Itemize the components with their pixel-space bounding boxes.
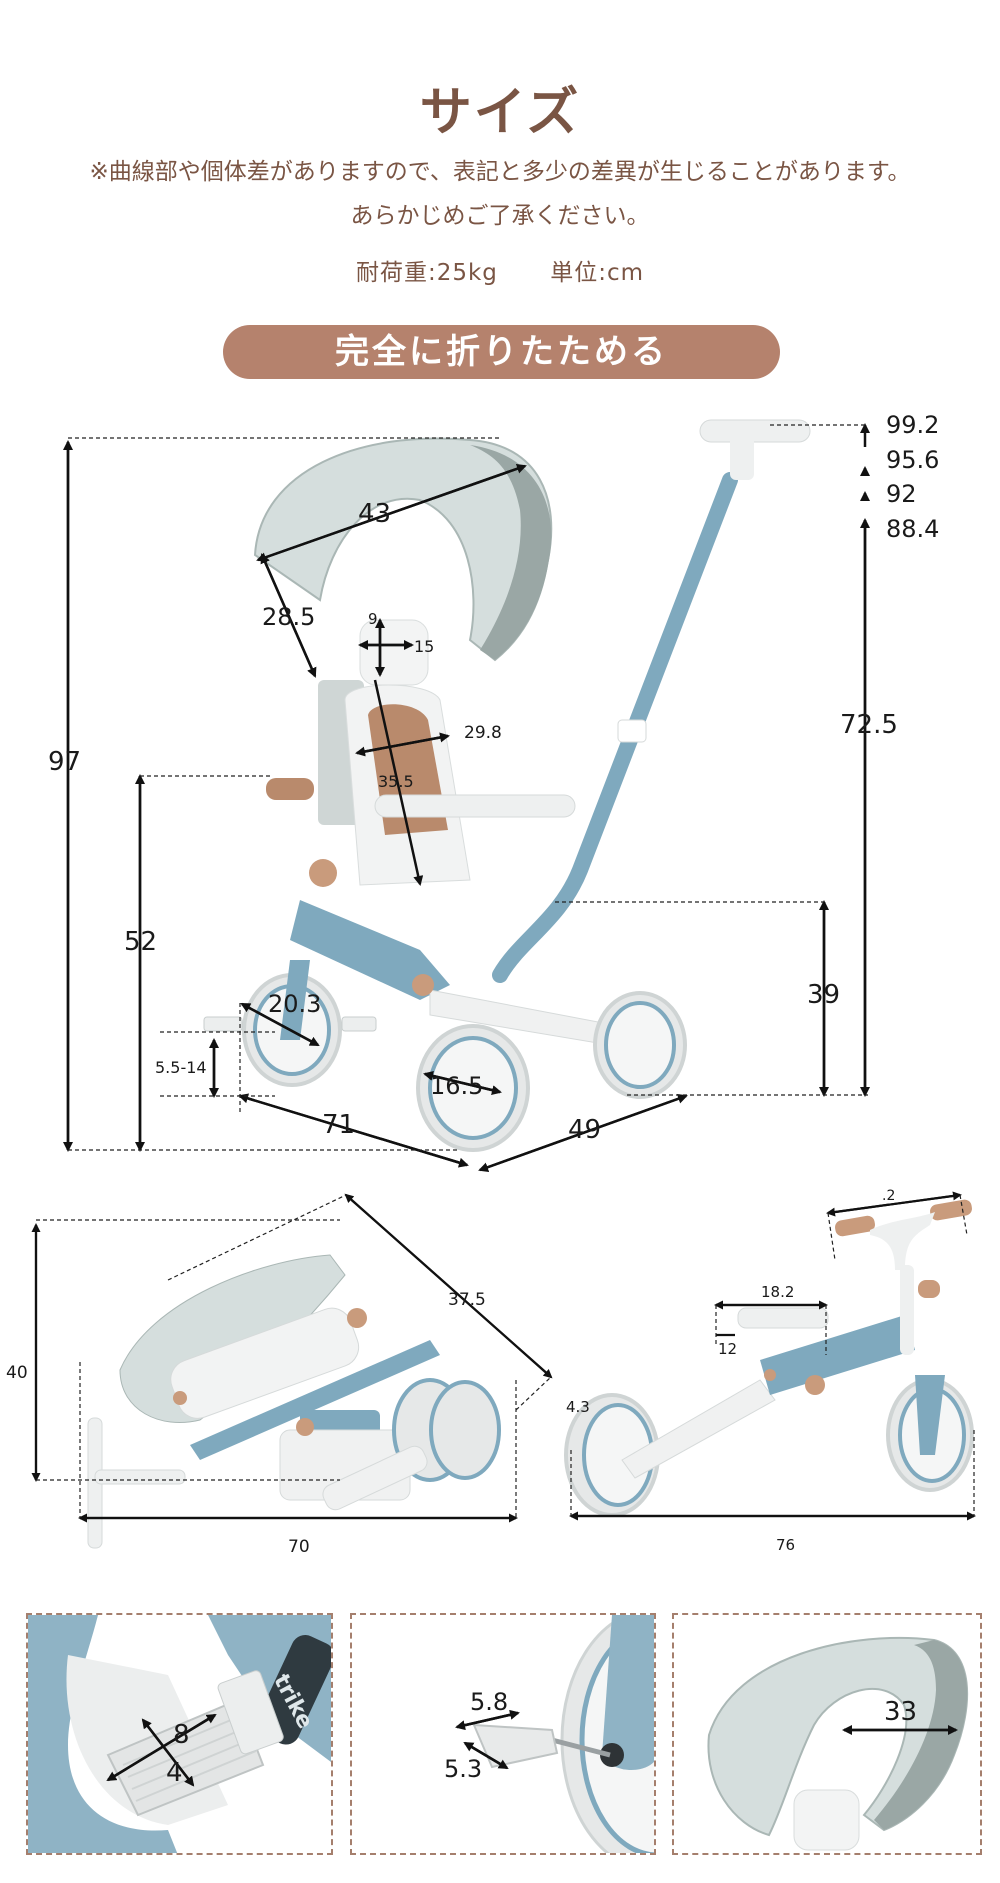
label-balance-seat-length: 18.2 (761, 1283, 794, 1301)
label-canopy-width: 43 (358, 499, 391, 529)
label-headrest-height: 9 (368, 610, 378, 628)
label-push-handle-1: 99.2 (886, 411, 939, 439)
frame-tube (290, 900, 450, 1000)
detail-panel-canopy: 33 (672, 1613, 982, 1855)
label-footrest-length: 8 (173, 1720, 190, 1750)
load-capacity: 耐荷重:25kg (355, 260, 498, 286)
label-canopy-inner-width: 33 (884, 1697, 917, 1727)
footrest-illustration: trike 8 4 (28, 1615, 331, 1853)
label-canopy-depth: 28.5 (262, 603, 315, 631)
label-rear-wheel: 16.5 (430, 1072, 483, 1100)
detail-panel-footrest: trike 8 4 (26, 1613, 333, 1855)
label-backrest-height: 35.5 (378, 772, 414, 791)
label-seat-height: 39 (807, 980, 840, 1010)
label-length: 71 (322, 1110, 355, 1140)
label-handlebar-height: 52 (124, 927, 157, 957)
tricycle-illustration (203, 419, 811, 1152)
label-push-handle-lower: 72.5 (840, 710, 898, 740)
folded-tricycle-illustration (87, 1254, 501, 1549)
label-push-handle-4: 88.4 (886, 515, 939, 543)
label-pedal-width: 5.3 (444, 1755, 482, 1783)
label-total-height: 97 (48, 747, 81, 777)
label-width: 49 (568, 1115, 601, 1145)
label-backrest-width: 29.8 (464, 723, 502, 743)
label-footrest-height: 5.5-14 (155, 1058, 207, 1077)
rear-wheel-near (416, 1024, 530, 1152)
canopy-illustration: 33 (707, 1636, 969, 1851)
handlebar-grip (266, 778, 314, 800)
label-pedal-length: 5.8 (470, 1688, 508, 1716)
label-folded-diagonal: 37.5 (448, 1290, 486, 1310)
foldable-badge: 完全に折りたためる (223, 325, 780, 379)
label-footrest-width: 4 (166, 1758, 183, 1788)
rear-wheel-far (593, 991, 687, 1099)
main-tricycle-figure: 97 52 43 28.5 9 15 29.8 35.5 99.2 95.6 9… (48, 411, 939, 1173)
label-balance-wheel-width: 4.3 (566, 1398, 590, 1416)
page-title: サイズ (419, 83, 581, 143)
balance-bike-illustration (564, 1199, 974, 1517)
guide-lines (68, 424, 868, 1151)
label-folded-height: 40 (6, 1363, 28, 1383)
label-push-handle-3: 92 (886, 480, 917, 508)
spec-line: 耐荷重:25kg 単位:cm (0, 253, 1000, 287)
label-balance-handlebar: .2 (882, 1188, 895, 1204)
push-handle-bar (492, 472, 738, 983)
folded-guide-lines (36, 1194, 975, 1518)
disclaimer-line-2: あらかじめご了承ください。 (350, 203, 650, 229)
label-headrest-width: 15 (414, 637, 434, 656)
front-pedal-right (341, 1016, 377, 1032)
dim-line-backrest-h (373, 679, 424, 886)
detail-panel-pedal: 5.8 5.3 (350, 1613, 656, 1855)
unit-label: 単位:cm (550, 260, 645, 286)
push-handle-grip (699, 419, 811, 443)
pedal-illustration: 5.8 5.3 (444, 1615, 654, 1853)
front-wheel (242, 960, 342, 1087)
label-push-handle-2: 95.6 (886, 446, 939, 474)
label-front-wheel: 20.3 (268, 990, 321, 1018)
folded-and-balance-figures: 40 37.5 70 .2 18.2 12 4.3 76 (6, 1188, 976, 1557)
label-balance-length: 76 (776, 1536, 795, 1554)
bumper-bar (374, 794, 576, 818)
label-folded-length: 70 (288, 1537, 310, 1557)
front-pedal-left (203, 1016, 243, 1032)
label-balance-seat-width: 12 (718, 1340, 737, 1358)
disclaimer-line-1: ※曲線部や個体差がありますので、表記と多少の差異が生じることがあります。 (89, 159, 911, 185)
